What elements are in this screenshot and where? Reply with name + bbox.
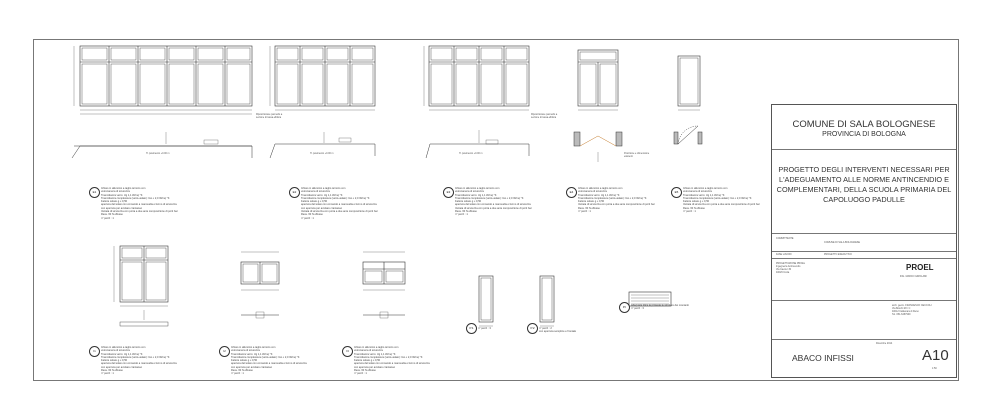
tag-i3: I3	[342, 346, 353, 357]
tag-i1: I1	[89, 346, 100, 357]
tag-pi: P.I	[619, 302, 630, 313]
plan-caption-e2: H. pavimento +0.00 m	[310, 152, 334, 155]
plan-caption-e3: H. pavimento +0.00 m	[459, 152, 483, 155]
client-value: COMUNE DI SALA BOLOGNESE	[824, 241, 861, 244]
drawing-area	[71, 45, 703, 327]
note-e2: Infisso in alluminio a taglio termico co…	[301, 187, 378, 220]
note-e1: Infisso in alluminio a taglio termico co…	[101, 187, 178, 220]
riposizionare-caption-e3: Riposizionare pannello a sezione di tass…	[531, 113, 558, 119]
note-i1: Infisso in alluminio a taglio termico co…	[101, 346, 177, 376]
proel-logo: PROEL	[906, 263, 934, 272]
note-i2: Infisso in alluminio a taglio termico co…	[231, 346, 307, 376]
tag-p1: P.1	[466, 323, 477, 334]
plan-e4	[573, 131, 623, 162]
tag-p2: P.2	[527, 323, 538, 334]
note-i3: Infisso in alluminio a taglio termico co…	[354, 346, 430, 376]
section-e1	[71, 132, 253, 159]
municipality-title: COMUNE DI SALA BOLOGNESE	[792, 119, 936, 130]
province-title: PROVINCIA DI BOLOGNA	[822, 131, 906, 138]
phase-value: PROGETTO ESECUTIVO	[824, 253, 852, 256]
tag-e4: E4	[566, 187, 577, 198]
posizione-caption-e4: Posizione e dimensione esistenti	[624, 152, 650, 158]
divider	[772, 258, 956, 259]
note-e5: Infisso in alluminio a taglio termico co…	[683, 187, 760, 214]
drawing-title: ABACO INFISSI	[792, 353, 854, 363]
note-e4: Infisso in alluminio a taglio termico co…	[578, 187, 655, 214]
tag-i2: I2	[219, 346, 230, 357]
proel-engineer: ING. MARCO GIROLAMI	[900, 275, 927, 278]
divider	[772, 251, 956, 252]
elevation-i2	[240, 251, 280, 319]
elevation-e3	[423, 45, 530, 111]
elevation-e4	[577, 49, 619, 111]
divider	[772, 300, 956, 301]
divider	[772, 339, 956, 340]
divider	[772, 149, 956, 150]
elevation-pi	[628, 291, 672, 307]
tag-e1: E1	[89, 187, 100, 198]
section-e3	[425, 130, 530, 159]
drawing-sheet: E1 Infisso in alluminio a taglio termico…	[33, 39, 959, 381]
date-value: Dicembre 2014	[876, 342, 893, 345]
elevation-e5	[677, 55, 701, 111]
riposizionare-caption-e2: Riposizionare pannello a sezione di tass…	[256, 113, 283, 119]
scale-value: 1:50	[932, 367, 937, 370]
elevation-e2	[269, 45, 376, 111]
section-e2	[269, 132, 376, 159]
elevation-e1	[73, 45, 253, 115]
plan-caption-e1: H. pavimento +0.00 m	[146, 152, 170, 155]
tag-e2: E2	[289, 187, 300, 198]
elevation-i1	[113, 245, 169, 327]
client-label: COMMITTENTE	[776, 237, 794, 240]
phase-label: FASE LAVORI	[776, 253, 792, 256]
plan-e5	[673, 125, 703, 145]
note-pi: Adeguare Rice le proteste le strutture d…	[631, 304, 689, 311]
elevation-p2	[539, 275, 555, 327]
title-block: COMUNE DI SALA BOLOGNESE PROVINCIA DI BO…	[771, 104, 957, 378]
elevation-p1	[478, 275, 494, 327]
project-title: PROGETTO DEGLI INTERVENTI NECESSARI PER …	[776, 165, 952, 204]
divider	[772, 233, 956, 234]
sheet-code: A10	[922, 347, 949, 364]
tag-e3: E3	[443, 187, 454, 198]
note-p1: n° pezzi : 3	[478, 327, 491, 330]
note-e3: Infisso in alluminio a taglio termico co…	[455, 187, 532, 217]
tag-e5: E5	[671, 187, 682, 198]
elevation-i3	[362, 251, 406, 319]
